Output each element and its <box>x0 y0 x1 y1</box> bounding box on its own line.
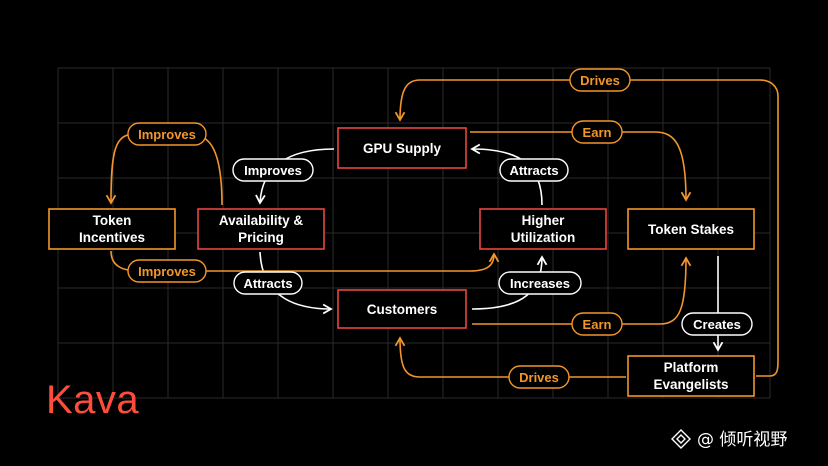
node-stakes-label: Token Stakes <box>648 222 734 237</box>
orange-connectors <box>105 79 779 378</box>
pill-improves-loop-top: Improves <box>127 122 207 146</box>
pill-improves-gpu-avail: Improves <box>232 158 314 182</box>
pill-drives-evangelists-customers: Drives <box>508 365 570 389</box>
node-customers: Customers <box>337 289 467 329</box>
pill-drives-top-label: Drives <box>580 73 620 88</box>
pill-improves-incentives-label: Improves <box>138 264 196 279</box>
pill-earn-bottom-label: Earn <box>583 317 612 332</box>
pill-increases-customers-util-label: Increases <box>510 276 570 291</box>
node-availability-line1: Availability & <box>219 213 304 228</box>
pill-attracts-avail-customers-label: Attracts <box>243 276 292 291</box>
pill-creates-label: Creates <box>693 317 741 332</box>
edge-attracts-avail-customers <box>259 251 333 315</box>
pill-drives-evangelists-gpu: Drives <box>569 68 631 92</box>
pill-earn-gpu-stakes: Earn <box>571 120 623 144</box>
edge-increases-customers-util <box>471 255 548 310</box>
node-availability-line2: Pricing <box>238 230 284 245</box>
pill-increases-customers-util: Increases <box>498 271 582 295</box>
edge-drives-evangelists-gpu <box>394 79 779 377</box>
pill-earn-top-label: Earn <box>583 125 612 140</box>
pill-improves-gpu-avail-label: Improves <box>244 163 302 178</box>
node-util-line1: Higher <box>522 213 566 228</box>
pill-improves-loop-top-label: Improves <box>138 127 196 142</box>
node-evangelists-line1: Platform <box>664 360 719 375</box>
node-incentives-line2: Incentives <box>79 230 145 245</box>
edge-earn-customers-stakes <box>472 256 692 325</box>
node-util-line2: Utilization <box>511 230 576 245</box>
node-customers-label: Customers <box>367 302 438 317</box>
node-incentives-line1: Token <box>93 213 132 228</box>
edge-drives-evangelists-customers <box>394 336 626 378</box>
diamond-logo-icon <box>671 429 691 449</box>
node-gpu-supply: GPU Supply <box>337 127 467 169</box>
pill-drives-bottom-label: Drives <box>519 370 559 385</box>
pill-attracts-util-gpu-label: Attracts <box>509 163 558 178</box>
pill-attracts-avail-customers: Attracts <box>233 271 303 295</box>
node-evangelists-line2: Evangelists <box>653 377 728 392</box>
pill-improves-incentives-util: Improves <box>127 259 207 283</box>
node-token-incentives: Token Incentives <box>48 208 176 250</box>
node-platform-evangelists: Platform Evangelists <box>627 355 755 397</box>
edge-earn-gpu-stakes <box>470 131 692 202</box>
pill-attracts-util-gpu: Attracts <box>499 158 569 182</box>
edge-improves-incentives-util <box>110 250 500 272</box>
pill-creates-stakes-evangelists: Creates <box>681 312 753 336</box>
watermark-text: @ 倾听视野 <box>697 430 787 450</box>
kava-logo: Kava <box>46 378 139 422</box>
node-token-stakes: Token Stakes <box>627 208 755 250</box>
node-higher-utilization: Higher Utilization <box>479 208 607 250</box>
node-availability-pricing: Availability & Pricing <box>197 208 325 250</box>
background-grid <box>57 67 771 399</box>
node-gpu-supply-label: GPU Supply <box>363 141 441 156</box>
pill-earn-customers-stakes: Earn <box>571 312 623 336</box>
watermark: @ 倾听视野 <box>671 429 787 450</box>
